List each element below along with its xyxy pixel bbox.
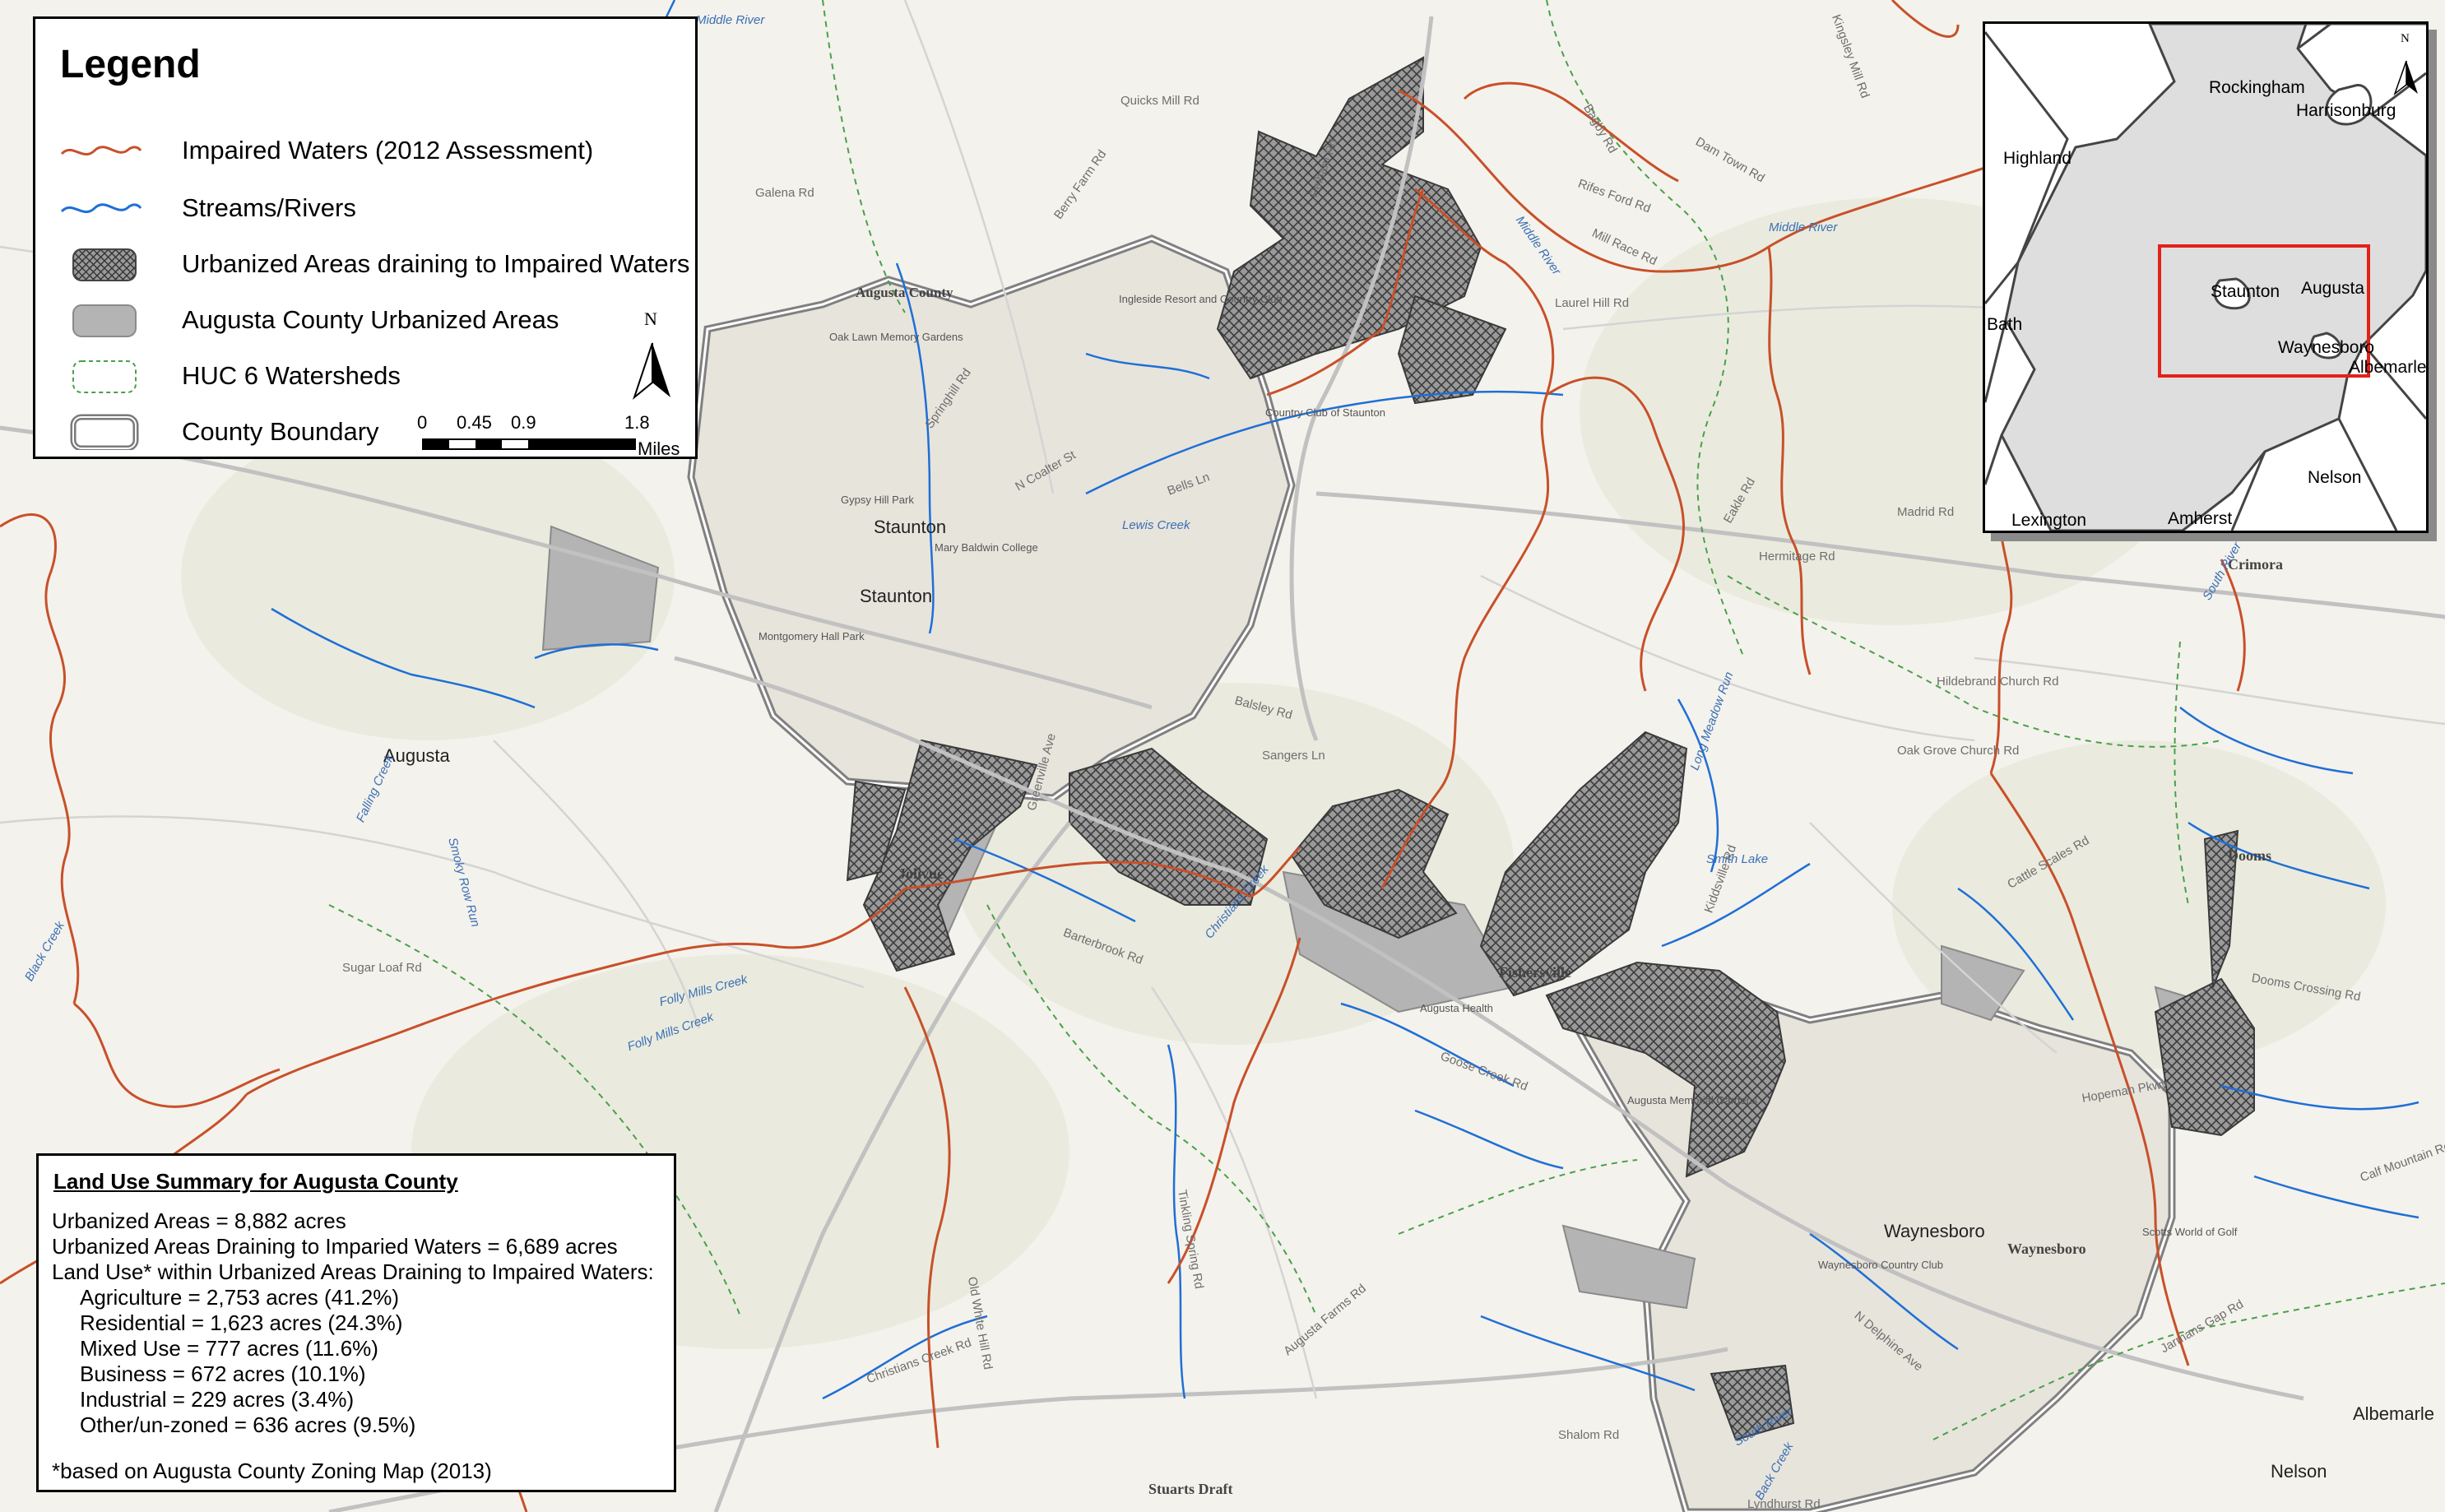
road-label: Lyndhurst Rd xyxy=(1747,1497,1821,1511)
legend-item: Urbanized Areas draining to Impaired Wat… xyxy=(60,244,689,285)
north-arrow-icon xyxy=(632,342,670,400)
town-label: Jolivue xyxy=(898,865,944,882)
summary-sub-line: Agriculture = 2,753 acres (41.2%) xyxy=(80,1285,400,1310)
inset-label: Albemarle xyxy=(2349,358,2427,377)
place-label: Country Club of Staunton xyxy=(1265,406,1385,419)
legend-item-label: Urbanized Areas draining to Impaired Wat… xyxy=(182,249,690,278)
legend-panel: Legend Impaired Waters (2012 Assessment)… xyxy=(33,16,698,459)
dashed-green-boundary-icon xyxy=(72,360,137,393)
place-label: Augusta Health xyxy=(1420,1002,1493,1014)
scale-unit: Miles xyxy=(638,438,680,459)
road-label: Hermitage Rd xyxy=(1759,550,1835,564)
road-label: Quicks Mill Rd xyxy=(1120,94,1199,108)
summary-line: Urbanized Areas Draining to Imparied Wat… xyxy=(52,1234,618,1259)
road-label: Madrid Rd xyxy=(1897,505,1955,519)
inset-label: Amherst xyxy=(2168,509,2233,528)
inset-map-graphic xyxy=(1985,24,2426,531)
town-label: Augusta xyxy=(383,745,450,766)
place-label: Scotts World of Golf xyxy=(2142,1226,2238,1238)
road-label: Shalom Rd xyxy=(1558,1428,1620,1442)
summary-line: Land Use* within Urbanized Areas Drainin… xyxy=(52,1259,654,1284)
town-label: Crimora xyxy=(2228,556,2283,573)
legend-item: County Boundary xyxy=(60,412,685,453)
road-label: Hildebrand Church Rd xyxy=(1937,675,2059,689)
inset-label: Lexington xyxy=(2011,511,2087,530)
legend-title: Legend xyxy=(60,43,201,86)
town-label: Waynesboro xyxy=(2007,1241,2086,1257)
inset-label: Waynesboro xyxy=(2278,338,2375,357)
inset-label: Rockingham xyxy=(2209,78,2305,97)
road-label: Sangers Ln xyxy=(1262,749,1325,763)
road-label: Sugar Loaf Rd xyxy=(342,961,422,975)
scale-tick: 0.45 xyxy=(457,412,492,433)
scale-tick: 1.8 xyxy=(624,412,650,433)
impaired-water-line-icon xyxy=(60,146,142,156)
gray-polygon-icon xyxy=(72,304,137,337)
inset-label: Augusta xyxy=(2301,279,2365,298)
land-use-summary-panel: Land Use Summary for Augusta County Urba… xyxy=(36,1153,676,1492)
place-label: Gypsy Hill Park xyxy=(841,494,914,506)
inset-north-label: N xyxy=(2401,32,2410,45)
stream-line-icon xyxy=(60,203,142,214)
hatched-polygon-icon xyxy=(72,248,137,281)
water-label: Middle River xyxy=(696,13,765,27)
road-label: Galena Rd xyxy=(755,186,814,200)
town-label: Fishersville xyxy=(1499,964,1571,981)
place-label: Montgomery Hall Park xyxy=(759,630,865,642)
town-label: Staunton xyxy=(860,586,933,606)
summary-sub-line: Mixed Use = 777 acres (11.6%) xyxy=(80,1336,378,1361)
legend-item-label: County Boundary xyxy=(182,417,379,446)
place-label: Waynesboro Country Club xyxy=(1818,1259,1943,1271)
legend-item-label: Streams/Rivers xyxy=(182,193,356,222)
road-label: Oak Grove Church Rd xyxy=(1897,744,2020,758)
summary-sub-line: Other/un-zoned = 636 acres (9.5%) xyxy=(80,1412,416,1437)
scale-bar-graphic xyxy=(422,438,636,450)
inset-label: Highland xyxy=(2003,149,2072,168)
water-label: Middle River xyxy=(1769,220,1838,234)
inset-label: Nelson xyxy=(2308,468,2362,487)
scale-bar: N 0 0.45 0.9 1.8 Miles xyxy=(417,307,685,459)
north-label: N xyxy=(644,308,657,329)
water-label: Lewis Creek xyxy=(1122,518,1190,532)
town-label: Waynesboro xyxy=(1884,1221,1985,1241)
inset-label: Bath xyxy=(1987,315,2023,334)
town-label: Staunton xyxy=(874,517,947,537)
place-label: Ingleside Resort and Country Club xyxy=(1119,293,1283,305)
legend-item: HUC 6 Watersheds xyxy=(60,356,685,397)
summary-sub-line: Industrial = 229 acres (3.4%) xyxy=(80,1387,355,1412)
inset-label: Harrisonburg xyxy=(2296,101,2396,120)
road-label: Laurel Hill Rd xyxy=(1555,296,1630,310)
place-label: Mary Baldwin College xyxy=(935,541,1038,554)
scale-tick: 0 xyxy=(417,412,428,433)
summary-footnote: *based on Augusta County Zoning Map (201… xyxy=(52,1459,492,1483)
legend-item: Impaired Waters (2012 Assessment) xyxy=(60,131,685,172)
summary-line: Urbanized Areas = 8,882 acres xyxy=(52,1208,346,1233)
summary-sub-line: Business = 672 acres (10.1%) xyxy=(80,1361,366,1386)
summary-sub-line: Residential = 1,623 acres (24.3%) xyxy=(80,1310,403,1335)
town-label: Nelson xyxy=(2271,1461,2327,1482)
legend-item: Augusta County Urbanized Areas xyxy=(60,300,685,341)
scale-tick: 0.9 xyxy=(511,412,536,433)
summary-title: Land Use Summary for Augusta County xyxy=(53,1169,458,1194)
town-label: Dooms xyxy=(2228,847,2271,864)
town-label: Albemarle xyxy=(2353,1403,2435,1424)
place-label: Augusta Memorial Gardens xyxy=(1627,1094,1758,1106)
place-label: Oak Lawn Memory Gardens xyxy=(829,331,963,343)
legend-item-label: Augusta County Urbanized Areas xyxy=(182,305,559,334)
legend-item-label: Impaired Waters (2012 Assessment) xyxy=(182,136,594,165)
inset-locator-map: N Rockingham Harrisonburg Highland Staun… xyxy=(1983,21,2429,533)
place-label: Augusta County xyxy=(856,285,953,300)
town-label: Stuarts Draft xyxy=(1148,1481,1233,1497)
legend-item-label: HUC 6 Watersheds xyxy=(182,361,401,390)
legend-item: Streams/Rivers xyxy=(60,188,685,230)
county-boundary-icon xyxy=(70,414,139,450)
inset-label: Staunton xyxy=(2211,282,2280,301)
place-label: Smith Lake xyxy=(1706,852,1769,866)
